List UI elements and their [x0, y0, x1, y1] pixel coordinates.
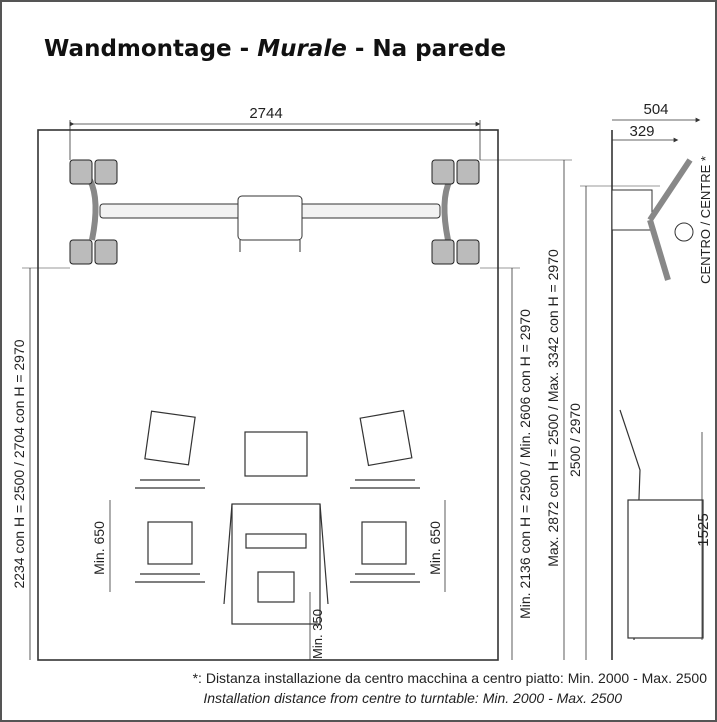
front-view — [22, 120, 572, 661]
min-650-right-label: Min. 650 — [427, 521, 443, 575]
width-dimension-label: 2744 — [249, 105, 282, 122]
min-350-label: Min. 350 — [310, 609, 325, 659]
left-height-dimension-label: 2234 con H = 2500 / 2704 con H = 2970 — [11, 339, 27, 588]
camera-bar — [87, 178, 453, 252]
footnote-line-1: *: Distanza installazione da centro macc… — [192, 670, 707, 686]
dim-504-label: 504 — [643, 101, 668, 118]
dim-329-label: 329 — [629, 123, 654, 140]
page-title: Wandmontage - Murale - Na parede — [44, 36, 506, 62]
title-italian: Murale — [257, 36, 347, 62]
side-height-dimension-label: 2500 / 2970 — [567, 403, 583, 477]
wheel-targets — [135, 409, 420, 583]
centre-label: CENTRO / CENTRE * — [698, 156, 713, 284]
wall-outline — [37, 129, 499, 661]
right-max-dimension-label: Max. 2872 con H = 2500 / Max. 3342 con H… — [545, 249, 561, 567]
side-view — [580, 117, 704, 660]
right-min-dimension-label: Min. 2136 con H = 2500 / Min. 2606 con H… — [517, 309, 533, 619]
console-cabinet — [223, 431, 329, 625]
min-650-left-label: Min. 650 — [91, 521, 107, 575]
target-heads — [69, 159, 480, 265]
title-portuguese: - Na parede — [346, 36, 507, 62]
footnote-line-2: Installation distance from centre to tur… — [203, 690, 622, 706]
title-german: Wandmontage - — [44, 36, 258, 62]
dim-1525-label: 1525 — [695, 513, 712, 546]
